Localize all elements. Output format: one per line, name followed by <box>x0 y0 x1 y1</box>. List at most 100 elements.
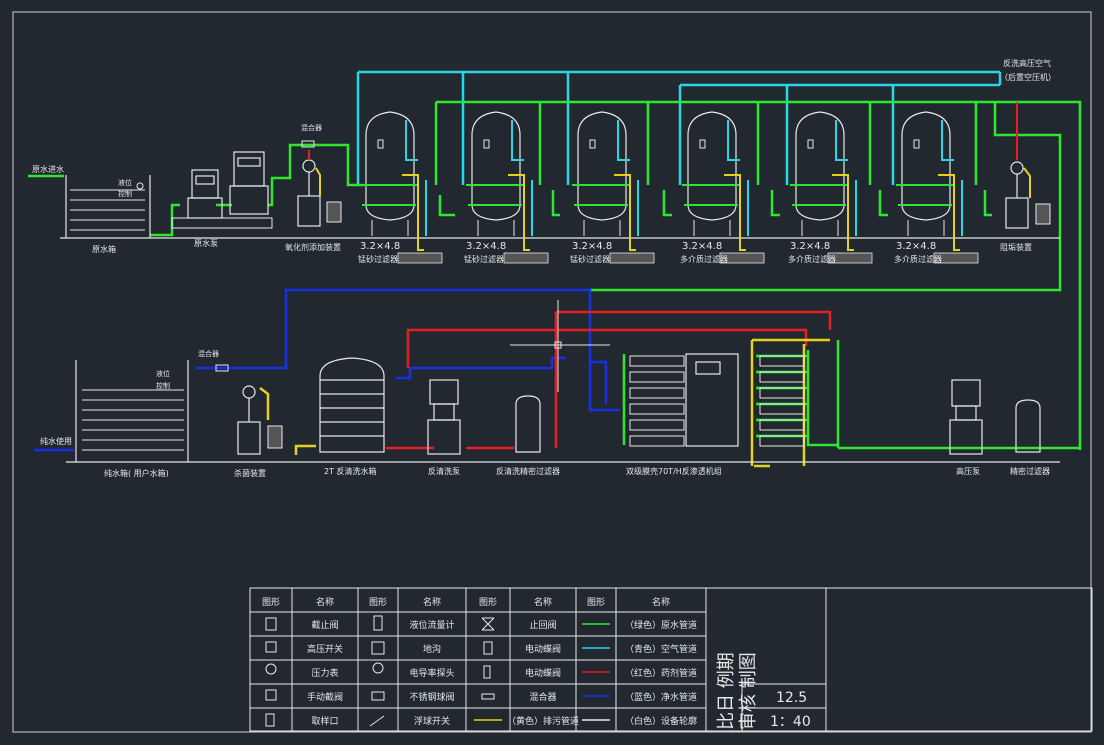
oxidant-dosing-unit <box>297 159 321 227</box>
ro-membrane-left <box>629 371 685 383</box>
float-switch-icon <box>136 182 144 190</box>
pure-water-pipe-network <box>34 288 620 452</box>
disinfect-unit <box>237 385 261 455</box>
scale-dosing-unit <box>1005 161 1029 229</box>
filter-air-branch <box>727 120 740 161</box>
raw-level-label-1: 液位 <box>118 178 132 187</box>
precision-filter-label: 精密过滤器 <box>1010 466 1050 476</box>
manual-valve-icon <box>265 689 277 701</box>
legend-item-name: 截止阀 <box>311 619 338 631</box>
ro-unit-label: 双级膜壳70T/H反渗透机组 <box>626 466 722 476</box>
filter-sewage-branch <box>938 174 960 251</box>
filter-unit: 3.2×4.8 多介质过滤器 <box>788 111 873 264</box>
flush-pump <box>427 379 461 455</box>
legend-item-name: 混合器 <box>529 691 556 703</box>
title-ratio-day: 12.5 <box>776 690 807 706</box>
raw-pump-base <box>171 217 273 229</box>
ball-valve-icon <box>371 691 385 701</box>
filter-sewage-branch <box>832 174 854 251</box>
filter-air-branch <box>617 120 630 161</box>
filter-drain-pit <box>503 252 549 264</box>
check-valve-icon <box>481 617 495 631</box>
title-col1: 比日 例期 <box>716 652 737 730</box>
air-label-1: 反洗高压空气 <box>1003 58 1051 68</box>
filter-air-branch <box>835 120 848 161</box>
oxidant-tank-hatch <box>326 201 342 223</box>
filter-size-label: 3.2×4.8 <box>572 241 612 252</box>
bottom-mixer-icon <box>215 364 229 372</box>
motor-valve-icon-2 <box>483 665 491 679</box>
mixer-icon <box>481 693 495 700</box>
legend-header: 图形 <box>262 596 280 608</box>
filter-sight-glass <box>807 139 814 149</box>
ro-membrane-right <box>759 403 805 415</box>
air-pipe-network <box>356 70 1002 185</box>
filter-drain-pit <box>397 252 443 264</box>
raw-pump-label: 原水泵 <box>194 238 218 248</box>
filter-drain-pit <box>827 252 873 264</box>
legend-item-name: 浮球开关 <box>414 715 450 727</box>
legend-header: 图形 <box>479 596 497 608</box>
scale-dosing-yellow <box>1023 167 1031 198</box>
ro-membrane-right <box>759 435 805 447</box>
filter-sight-glass <box>377 139 384 149</box>
filter-sewage-branch <box>614 174 636 251</box>
flush-filter-label: 反清洗精密过滤器 <box>496 466 560 476</box>
legend-item-name: （蓝色）净水管道 <box>625 691 697 703</box>
ro-membrane-right <box>759 355 805 367</box>
cad-cursor <box>510 300 610 392</box>
filter-sight-glass <box>589 139 596 149</box>
filter-size-label: 3.2×4.8 <box>790 241 830 252</box>
top-mixer-icon <box>301 140 315 148</box>
legend-item-name: 止回阀 <box>529 619 556 631</box>
float-switch-legend-icon <box>369 715 385 727</box>
scale-dosing-label: 阻垢装置 <box>1000 242 1032 252</box>
conductivity-icon <box>372 662 384 674</box>
legend-item-name: 不锈钢球阀 <box>409 691 454 703</box>
legend-item-name: （青色）空气管道 <box>625 643 697 655</box>
legend-item-name: 地沟 <box>423 643 441 655</box>
legend-item-name: 压力表 <box>311 667 338 679</box>
legend-item-name: 取样口 <box>311 715 338 727</box>
legend-header: 图形 <box>369 596 387 608</box>
oxidant-dosing-label: 氧化剂添加装置 <box>285 242 341 252</box>
filter-name-label: 多介质过滤器 <box>788 254 836 264</box>
raw-tank-label: 原水箱 <box>92 244 116 254</box>
hp-switch-icon <box>265 641 277 653</box>
filter-row: 3.2×4.8锰砂过滤器3.2×4.8锰砂过滤器3.2×4.8锰砂过滤器3.2×… <box>358 111 979 264</box>
ro-membrane-left <box>629 419 685 431</box>
ro-membranes <box>629 355 805 447</box>
filter-name-label: 锰砂过滤器 <box>464 254 504 264</box>
filter-air-branch <box>941 120 954 161</box>
filter-name-label: 多介质过滤器 <box>680 254 728 264</box>
sample-port-icon <box>265 713 275 727</box>
flush-tank-label: 2T 反清洗水箱 <box>324 466 377 476</box>
raw-in-label: 原水进水 <box>32 164 64 174</box>
raw-level-label-2: 控制 <box>118 189 132 198</box>
drain-icon <box>371 641 385 655</box>
bottom-level-label-1: 液位 <box>156 369 170 378</box>
legend-header: 名称 <box>316 596 334 608</box>
legend-header: 名称 <box>423 596 441 608</box>
scale-tank-hatch <box>1035 203 1051 225</box>
title-col2: 审核 制图 <box>738 652 759 730</box>
ro-membrane-left <box>629 355 685 367</box>
level-meter-icon <box>373 615 383 631</box>
oxidant-sewage <box>315 167 321 196</box>
legend-item-name: 手动截阀 <box>307 691 343 703</box>
filter-size-label: 3.2×4.8 <box>466 241 506 252</box>
legend-text: 图形名称图形名称图形名称图形名称截止阀液位流量计止回阀（绿色）原水管道高压开关地… <box>262 596 697 727</box>
legend-item-name: （红色）药剂管道 <box>625 667 697 679</box>
top-mixer-label: 混合器 <box>301 123 322 132</box>
legend-header: 图形 <box>587 596 605 608</box>
legend-item-name: 电动蝶阀 <box>525 643 561 655</box>
ro-membrane-right <box>759 419 805 431</box>
drawing-frame <box>12 11 1092 733</box>
bottom-mixer-label: 混合器 <box>198 349 219 358</box>
filter-drain-pit <box>719 252 765 264</box>
top-ground-line <box>60 175 1060 239</box>
legend-item-name: （白色）设备轮廓 <box>625 715 697 727</box>
